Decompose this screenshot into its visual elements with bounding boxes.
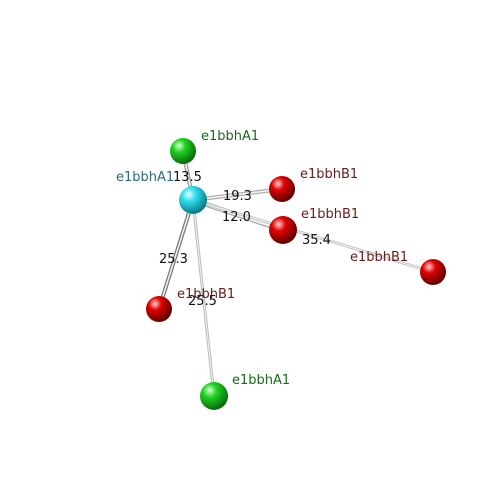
atom-c-sphere	[179, 186, 207, 214]
atom-a2-sphere	[200, 382, 228, 410]
atom-label: e1bbhA1	[232, 373, 290, 388]
atom-label: e1bbhB1	[350, 250, 408, 265]
atom-label-layer: e1bbhA1 e1bbhA1 e1bbhA1 e1bbhB1 e1bbhB1 e1bbh…	[116, 129, 408, 388]
atom-layer	[146, 138, 446, 410]
distance-label: 19.3	[223, 189, 252, 204]
distance-label: 25.5	[188, 294, 217, 309]
atom-label: e1bbhB1	[177, 287, 235, 302]
atom-b3-sphere	[420, 259, 446, 285]
atom-label: e1bbhA1	[116, 170, 174, 185]
atom-b4-sphere	[146, 296, 172, 322]
bond-highlight-c-a2	[192, 199, 215, 397]
distance-label: 25.3	[159, 252, 188, 267]
atom-a1-sphere	[170, 138, 196, 164]
atom-label: e1bbhB1	[301, 207, 359, 222]
atom-b1-sphere	[269, 176, 295, 202]
bond-highlight-c-b4	[158, 199, 194, 310]
bond-highlight-c-b3	[192, 199, 434, 273]
atom-label: e1bbhB1	[300, 167, 358, 182]
atom-label: e1bbhA1	[201, 129, 259, 144]
distance-label: 13.5	[173, 170, 202, 185]
bond-layer	[157, 149, 435, 398]
distance-label: 35.4	[302, 233, 331, 248]
bond-highlight-c-b1	[192, 188, 283, 201]
distance-label-layer: 13.5 19.3 12.0 35.4 25.3 25.5	[159, 170, 331, 309]
distance-label: 12.0	[222, 210, 251, 225]
atom-b2-sphere	[269, 216, 297, 244]
